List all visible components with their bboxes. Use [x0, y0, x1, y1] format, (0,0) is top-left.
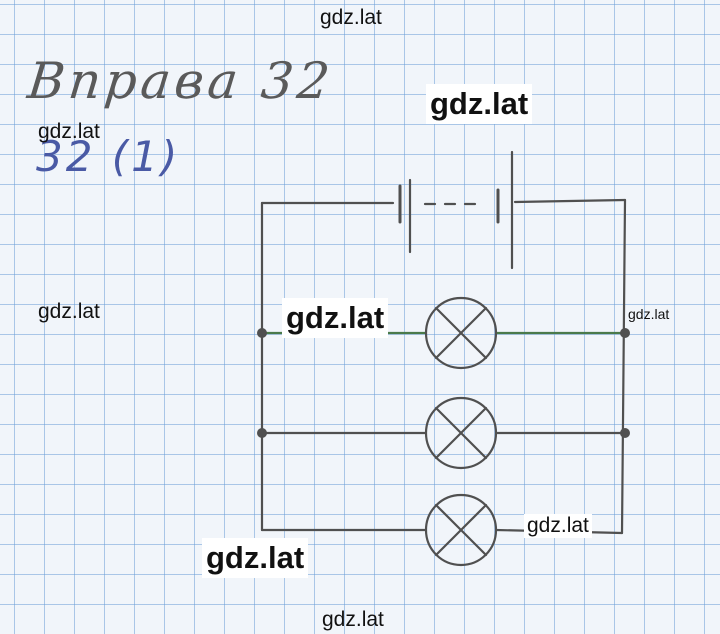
top-wire-right	[513, 198, 627, 204]
lamp-branch-2	[260, 396, 627, 470]
junction-dot	[257, 428, 267, 438]
junction-dot	[620, 428, 630, 438]
watermark: gdz.lat	[426, 84, 533, 124]
watermark: gdz.lat	[282, 298, 389, 338]
junction-dot	[620, 328, 630, 338]
lamp-icon	[424, 296, 498, 370]
lamp-icon	[424, 493, 498, 567]
junction-dots	[257, 328, 630, 438]
watermark: gdz.lat	[38, 300, 100, 323]
watermark: gdz.lat	[322, 608, 384, 631]
lamp-icon	[424, 396, 498, 470]
watermark: gdz.lat	[38, 120, 100, 143]
watermark: gdz.lat	[202, 538, 309, 578]
junction-dot	[257, 328, 267, 338]
battery-icon	[398, 150, 514, 270]
watermark: gdz.lat	[628, 306, 670, 322]
watermark: gdz.lat	[524, 514, 592, 538]
right-rail	[620, 198, 627, 535]
exercise-subtitle: 32 (1)	[36, 132, 181, 181]
watermark: gdz.lat	[320, 6, 382, 29]
